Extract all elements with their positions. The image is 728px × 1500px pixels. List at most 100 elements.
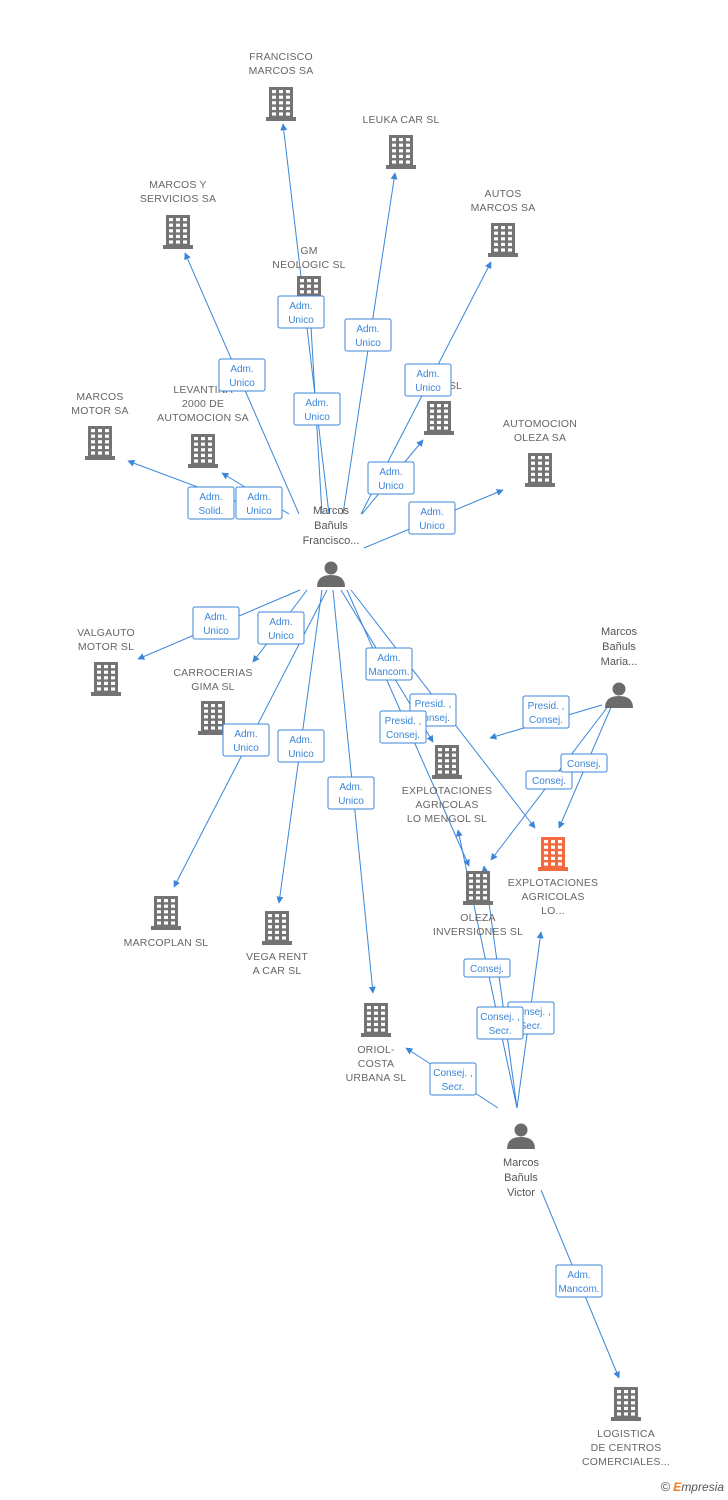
company-label: NEOLOGIC SL: [272, 259, 345, 271]
building-window: [104, 670, 108, 674]
role-badge-text: Unico: [288, 315, 314, 326]
building-icon: [424, 401, 454, 435]
brand-logo-text: mpresia: [681, 1480, 724, 1494]
building-window: [508, 237, 512, 241]
company-node-expl-lo[interactable]: EXPLOTACIONESAGRICOLASLO...: [508, 837, 599, 917]
person-node-maria[interactable]: MarcosBañulsMaria...: [601, 626, 638, 708]
company-label: COMERCIALES...: [582, 1456, 670, 1468]
building-window: [314, 279, 318, 283]
building-window: [624, 1395, 628, 1399]
building-window: [201, 448, 205, 452]
role-badge[interactable]: Adm.Unico: [218, 358, 266, 392]
company-node-leuka[interactable]: LEUKA CAR SL: [362, 114, 439, 169]
company-label: MARCOS Y: [149, 179, 206, 191]
building-window: [551, 845, 555, 849]
company-node-marcoplan[interactable]: MARCOPLAN SL: [124, 896, 209, 949]
role-badge-text: Unico: [233, 743, 259, 754]
building-window: [374, 1006, 378, 1010]
building-window: [208, 442, 212, 446]
building-window: [105, 445, 109, 449]
role-badge[interactable]: Adm.Solid.: [187, 486, 235, 520]
role-badge[interactable]: Adm.Unico: [257, 611, 305, 645]
building-window: [171, 921, 175, 925]
role-badge[interactable]: Adm.Unico: [327, 776, 375, 810]
person-label: Marcos: [503, 1157, 540, 1169]
building-window: [469, 874, 473, 878]
building-window: [483, 890, 487, 894]
role-badge[interactable]: Adm.Unico: [192, 606, 240, 640]
role-badge[interactable]: Adm.Unico: [367, 461, 415, 495]
role-badge[interactable]: Adm.Unico: [404, 363, 452, 397]
role-badge-text: Adm.: [416, 369, 439, 380]
role-badge[interactable]: Consej.: [525, 770, 573, 790]
person-node-francisco[interactable]: MarcosBañulsFrancisco...: [303, 505, 360, 587]
footer-brand[interactable]: ©Empresia: [661, 1479, 724, 1494]
role-badge[interactable]: Consej.: [463, 958, 511, 978]
building-icon: [361, 1003, 391, 1037]
role-badge[interactable]: Consej. ,Secr.: [476, 1006, 524, 1040]
company-label: CARROCERIAS: [173, 667, 252, 679]
building-window: [501, 242, 505, 246]
building-window: [494, 231, 498, 235]
building-window: [508, 231, 512, 235]
role-badge[interactable]: Adm.Unico: [293, 392, 341, 426]
building-window: [367, 1017, 371, 1021]
building-window: [437, 404, 441, 408]
role-badge[interactable]: Adm.Mancom.: [365, 647, 413, 681]
building-window: [367, 1011, 371, 1015]
company-label: OLEZA SA: [514, 432, 566, 444]
role-badge-text: Presid. ,: [415, 699, 452, 710]
relation-edge: [481, 865, 518, 1109]
role-badge[interactable]: Adm.Unico: [277, 729, 325, 763]
building-window: [194, 453, 198, 457]
role-badge[interactable]: Adm.Mancom.: [555, 1264, 603, 1298]
role-badge-text: Unico: [246, 506, 272, 517]
building-window: [194, 442, 198, 446]
building-window: [624, 1390, 628, 1394]
role-badge-text: Secr.: [442, 1082, 465, 1093]
building-window: [494, 248, 498, 252]
role-badge[interactable]: Consej.: [560, 753, 608, 773]
building-window: [282, 914, 286, 918]
building-window: [279, 90, 283, 94]
building-window: [183, 229, 187, 233]
building-window: [544, 845, 548, 849]
building-window: [476, 879, 480, 883]
role-badge[interactable]: Adm.Unico: [277, 295, 325, 329]
role-badge[interactable]: Adm.Unico: [235, 486, 283, 520]
building-window: [617, 1395, 621, 1399]
building-window: [201, 437, 205, 441]
role-badge[interactable]: Adm.Unico: [408, 501, 456, 535]
building-window: [268, 930, 272, 934]
role-badge[interactable]: Consej. ,Secr.: [429, 1062, 477, 1096]
building-window: [164, 921, 168, 925]
role-badge[interactable]: Presid. ,Consej.: [522, 695, 570, 729]
building-window: [531, 467, 535, 471]
building-window: [406, 160, 410, 164]
role-badge-text: Unico: [203, 626, 229, 637]
role-badge-text: Adm.: [305, 398, 328, 409]
role-badge-text: Secr.: [520, 1021, 543, 1032]
copyright-symbol: ©: [660, 1479, 671, 1494]
role-badge-text: Secr.: [489, 1026, 512, 1037]
building-base: [266, 117, 296, 121]
role-badge[interactable]: Adm.Unico: [344, 318, 392, 352]
building-window: [268, 919, 272, 923]
role-badge[interactable]: Adm.Unico: [222, 723, 270, 757]
role-badge[interactable]: Presid. ,Consej.: [379, 710, 427, 744]
building-window: [204, 709, 208, 713]
